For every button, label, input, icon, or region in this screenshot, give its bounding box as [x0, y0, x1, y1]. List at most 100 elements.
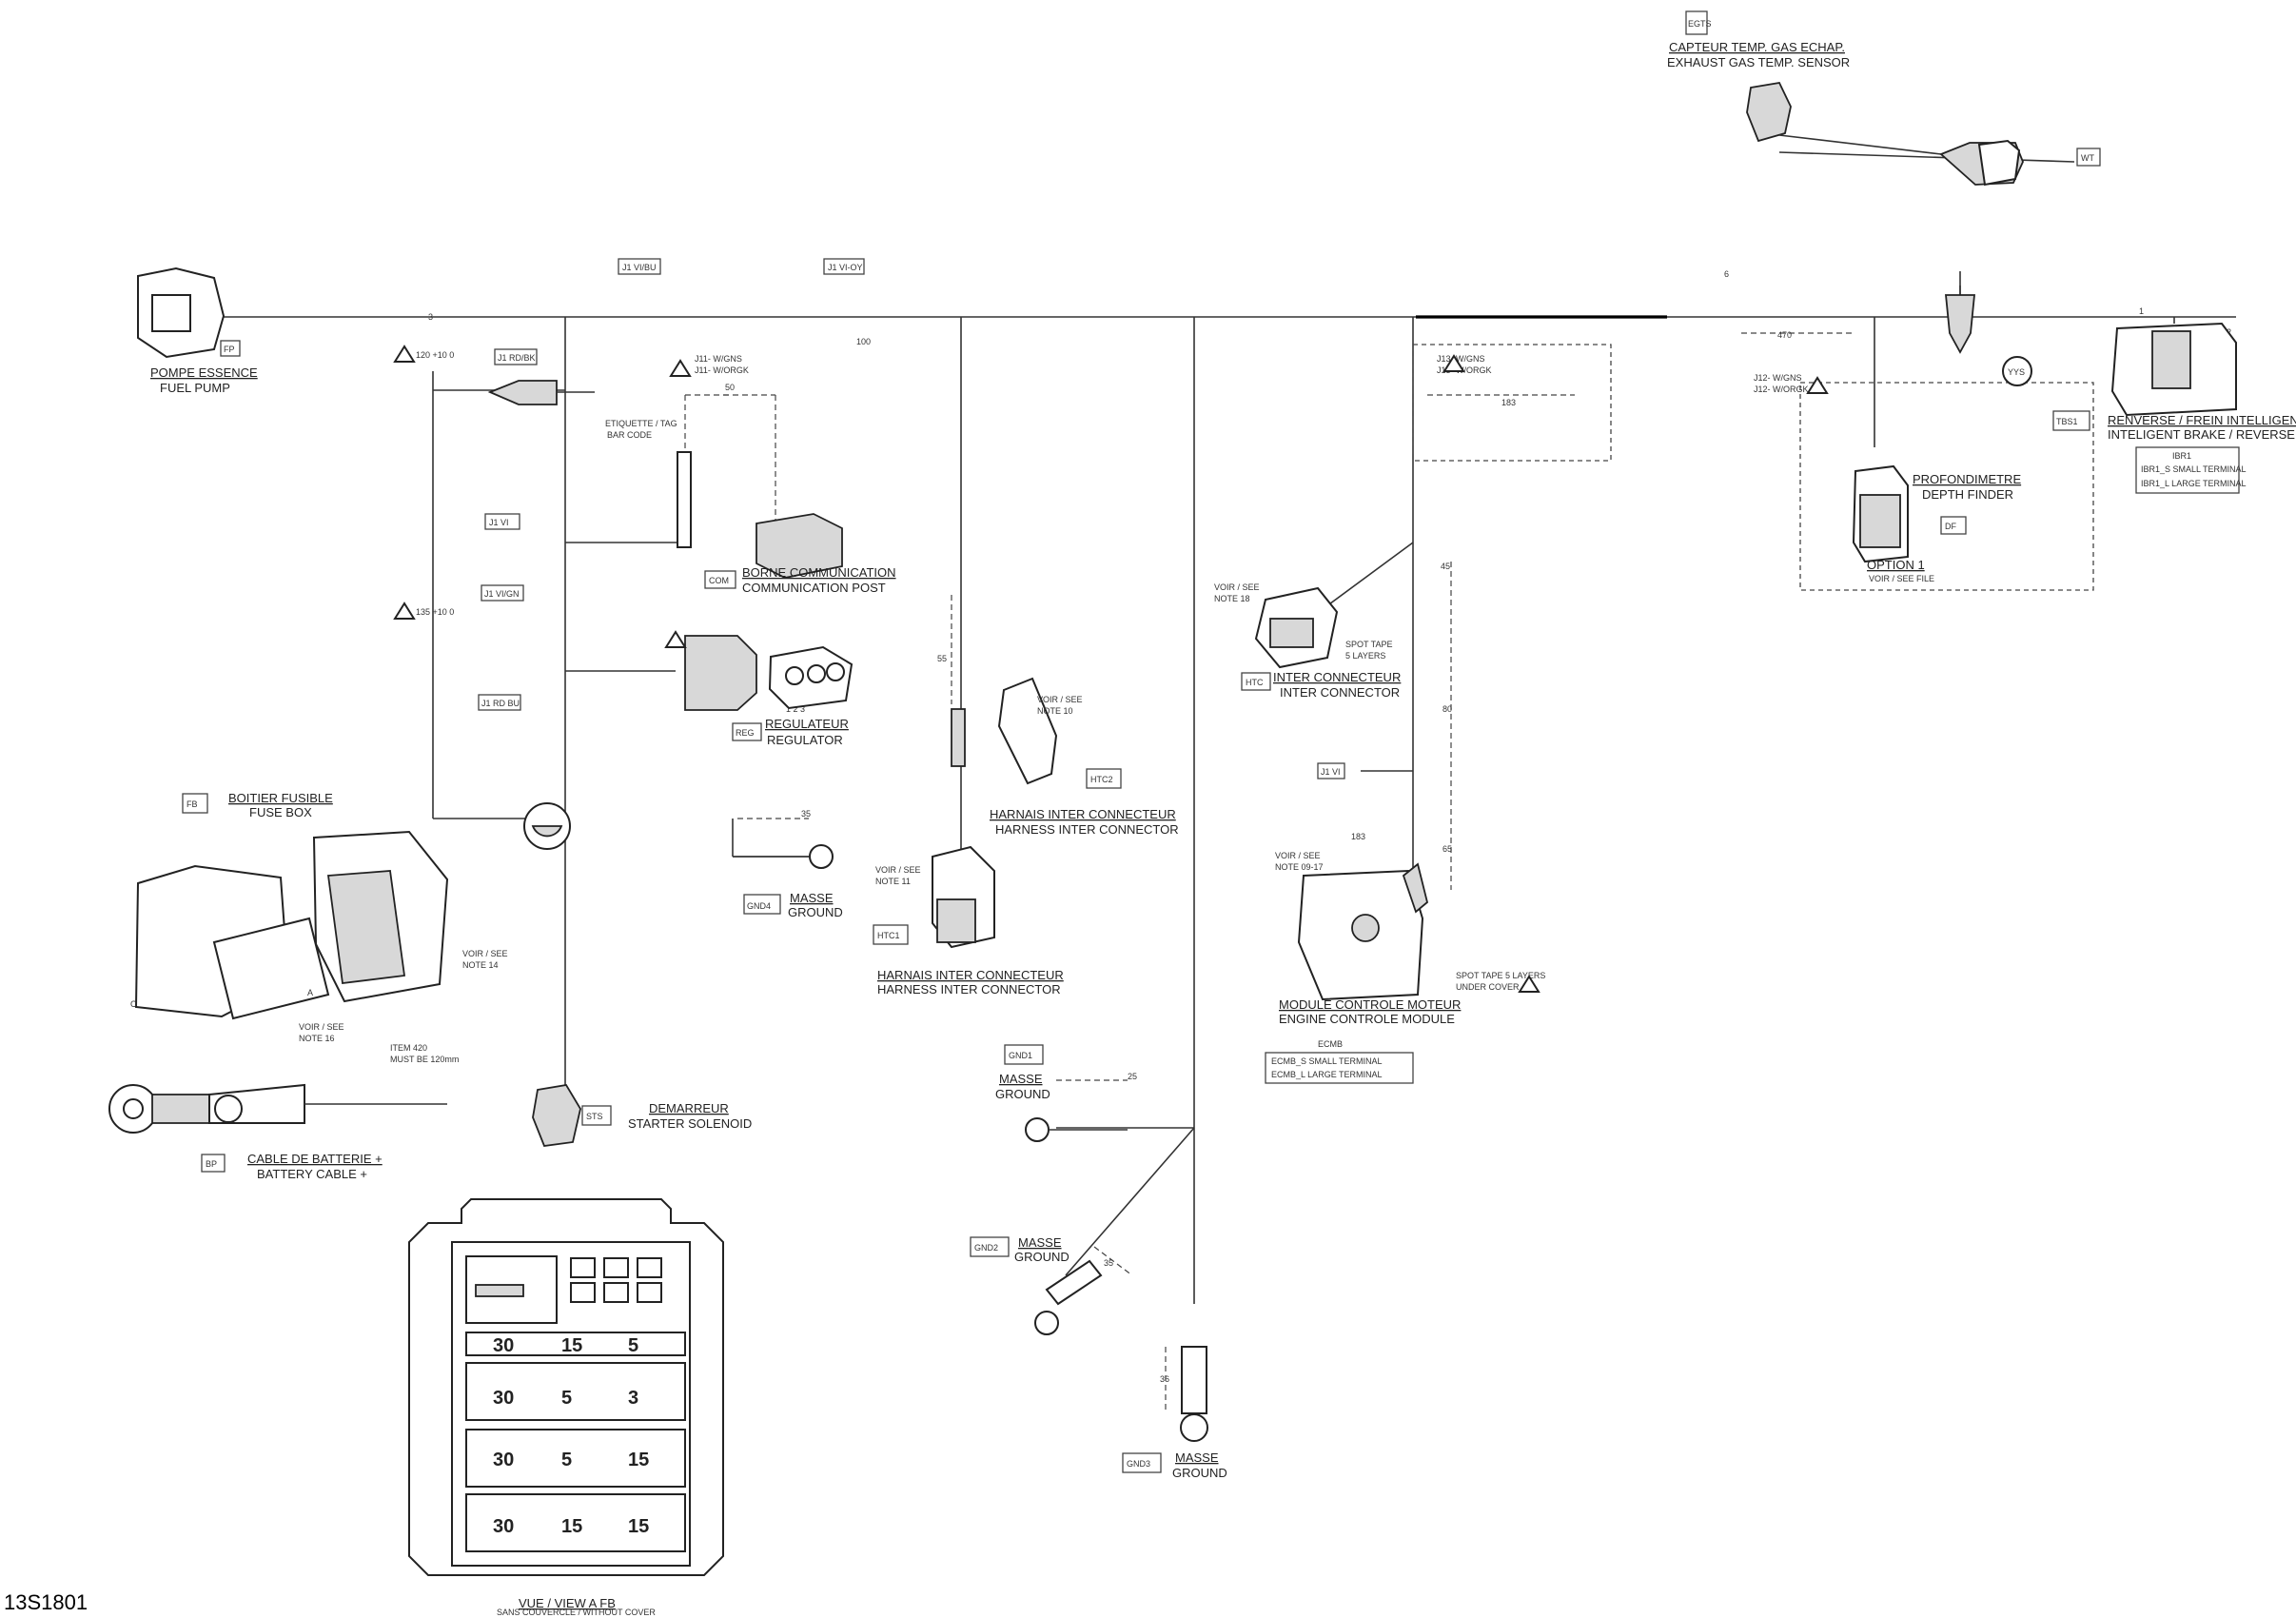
warning-icon — [1806, 376, 1829, 394]
ibr-fr: RENVERSE / FREIN INTELLIGENT — [2108, 413, 2296, 427]
warning-icon — [1442, 354, 1465, 372]
ss-code: STS — [586, 1112, 603, 1121]
exhaust-gas-temp-sensor: EGTS CAPTEUR TEMP. GAS ECHAP. EXHAUST GA… — [1667, 10, 2101, 187]
gnd2-fr: MASSE — [1018, 1235, 1062, 1250]
fuse-r4-2: 15 — [561, 1516, 582, 1537]
wire-label: J1 RD BU — [481, 699, 520, 708]
view-title: VUE / VIEW A FB — [519, 1596, 616, 1610]
j13-label: J13- W/GNS — [1437, 354, 1485, 364]
dim-35b: 35 — [1104, 1258, 1113, 1268]
fb-fr: BOITIER FUSIBLE — [228, 791, 333, 805]
fuse-r3-3: 15 — [628, 1450, 649, 1470]
yys-code: YYS — [2008, 367, 2025, 377]
note-voir-16: VOIR / SEE — [299, 1022, 344, 1032]
dim-65: 65 — [1442, 844, 1452, 854]
wire-label: J1 VI/BU — [622, 263, 657, 272]
warning-icon — [1518, 975, 1540, 993]
bp-en: BATTERY CABLE + — [257, 1167, 367, 1181]
wt-code: WT — [2081, 153, 2094, 163]
gnd3-fr: MASSE — [1175, 1450, 1219, 1465]
fuse-r2-3: 3 — [628, 1388, 638, 1409]
small-fuse-slots — [570, 1257, 662, 1303]
htc1-voir: VOIR / SEE — [875, 865, 921, 875]
intelligent-brake-reverse: TBS1 RENVERSE / FREIN INTELLIGENT INTELI… — [2052, 322, 2296, 494]
depth-finder: PROFONDIMETRE DEPTH FINDER DF OPTION 1 V… — [1852, 464, 2021, 583]
gnd4-fr: MASSE — [790, 891, 834, 905]
warning-triangles — [393, 345, 1829, 993]
egts-fr: CAPTEUR TEMP. GAS ECHAP. — [1669, 40, 1845, 54]
ecm-spot: SPOT TAPE 5 LAYERS — [1456, 971, 1545, 980]
wire-label: J1 RD/BK — [498, 353, 536, 363]
drawing-number: 13S1801 — [4, 1590, 88, 1614]
dim-55: 55 — [937, 654, 947, 663]
df-fr: PROFONDIMETRE — [1913, 472, 2021, 486]
gnd4-en: GROUND — [788, 905, 843, 919]
htc1-en: HARNESS INTER CONNECTOR — [877, 982, 1061, 996]
htc2-code: HTC2 — [1090, 775, 1113, 784]
bp-code: BP — [206, 1159, 217, 1169]
note-14: NOTE 14 — [462, 960, 499, 970]
dimension-texts: 100 50 55 35 183 470 45 80 65 25 36 35 1… — [416, 269, 2231, 1384]
htc2-fr: HARNAIS INTER CONNECTEUR — [990, 807, 1176, 821]
warning-icon — [393, 345, 416, 363]
marker-c: C — [130, 999, 137, 1009]
ecm-en: ENGINE CONTROLE MODULE — [1279, 1012, 1455, 1026]
df-option-note: VOIR / SEE FILE — [1869, 574, 1934, 583]
ss-fr: DEMARREUR — [649, 1101, 729, 1115]
fp-en: FUEL PUMP — [160, 381, 230, 395]
egts-en: EXHAUST GAS TEMP. SENSOR — [1667, 55, 1850, 69]
htc2-en: HARNESS INTER CONNECTOR — [995, 822, 1179, 837]
dim-1: 1 — [2139, 306, 2144, 316]
wire-label: J1 VI/GN — [484, 589, 520, 599]
com-en: COMMUNICATION POST — [742, 581, 886, 595]
ibr-row1: IBR1_S SMALL TERMINAL — [2141, 464, 2247, 474]
note-16: NOTE 16 — [299, 1034, 335, 1043]
reg-en: REGULATOR — [767, 733, 843, 747]
gnd1-fr: MASSE — [999, 1072, 1043, 1086]
ground-gnd2: GND2 MASSE GROUND — [970, 1235, 1103, 1335]
inline-connector-top — [487, 380, 595, 405]
gnd2-code: GND2 — [974, 1243, 998, 1253]
dim-120: 120 +10 0 — [416, 350, 454, 360]
ecm-branch-labels: J13- W/GNS J13- W/ORGK J11- W/GNS J11- W… — [695, 354, 1809, 394]
htc1-fr: HARNAIS INTER CONNECTEUR — [877, 968, 1064, 982]
view-subtitle: SANS COUVERCLE / WITHOUT COVER — [497, 1608, 656, 1617]
fuse-r1-1: 30 — [493, 1335, 514, 1356]
warning-icon — [393, 602, 416, 620]
fuse-r1-2: 15 — [561, 1335, 582, 1356]
wire-label: J1 VI-OY — [828, 263, 863, 272]
dim-3: 3 — [428, 312, 433, 322]
tbs-code: TBS1 — [2056, 417, 2078, 426]
df-option: OPTION 1 — [1867, 558, 1925, 572]
warning-icon — [669, 359, 692, 377]
bp-item2: MUST BE 120mm — [390, 1055, 459, 1064]
inter-connector: VOIR / SEE NOTE 18 SPOT TAPE 5 LAYERS HT… — [1214, 582, 1401, 700]
com-code: COM — [709, 576, 729, 585]
dim-25: 25 — [1128, 1072, 1137, 1081]
ground-gnd3: GND3 MASSE GROUND — [1122, 1346, 1227, 1480]
dim-35: 35 — [801, 809, 811, 819]
df-code: DF — [1945, 522, 1956, 531]
reg-fr: REGULATEUR — [765, 717, 849, 731]
dim-100: 100 — [856, 337, 871, 346]
bp-fr: CABLE DE BATTERIE + — [247, 1152, 383, 1166]
ecm-under: UNDER COVER — [1456, 982, 1520, 992]
dim-36: 36 — [1160, 1374, 1169, 1384]
j11-label: J11- W/GNS — [695, 354, 742, 364]
gnd3-code: GND3 — [1127, 1459, 1150, 1469]
htc-code: HTC — [1246, 678, 1264, 687]
ground-gnd4: GND4 MASSE GROUND — [733, 844, 843, 919]
wire-label: J1 VI — [489, 518, 509, 527]
ecm-voir: VOIR / SEE — [1275, 851, 1321, 860]
fb-en: FUSE BOX — [249, 805, 312, 819]
ecm-row2: ECMB_L LARGE TERMINAL — [1271, 1070, 1383, 1079]
gnd2-en: GROUND — [1014, 1250, 1070, 1264]
dim-50: 50 — [725, 383, 735, 392]
ground-gnd1: GND1 MASSE GROUND — [995, 1044, 1128, 1142]
gnd3-en: GROUND — [1172, 1466, 1227, 1480]
marker-a: A — [307, 988, 313, 997]
depth-finder-option-box — [1799, 382, 2094, 591]
ecm-branch-box — [1412, 344, 1612, 462]
htc2-note: NOTE 10 — [1037, 706, 1073, 716]
